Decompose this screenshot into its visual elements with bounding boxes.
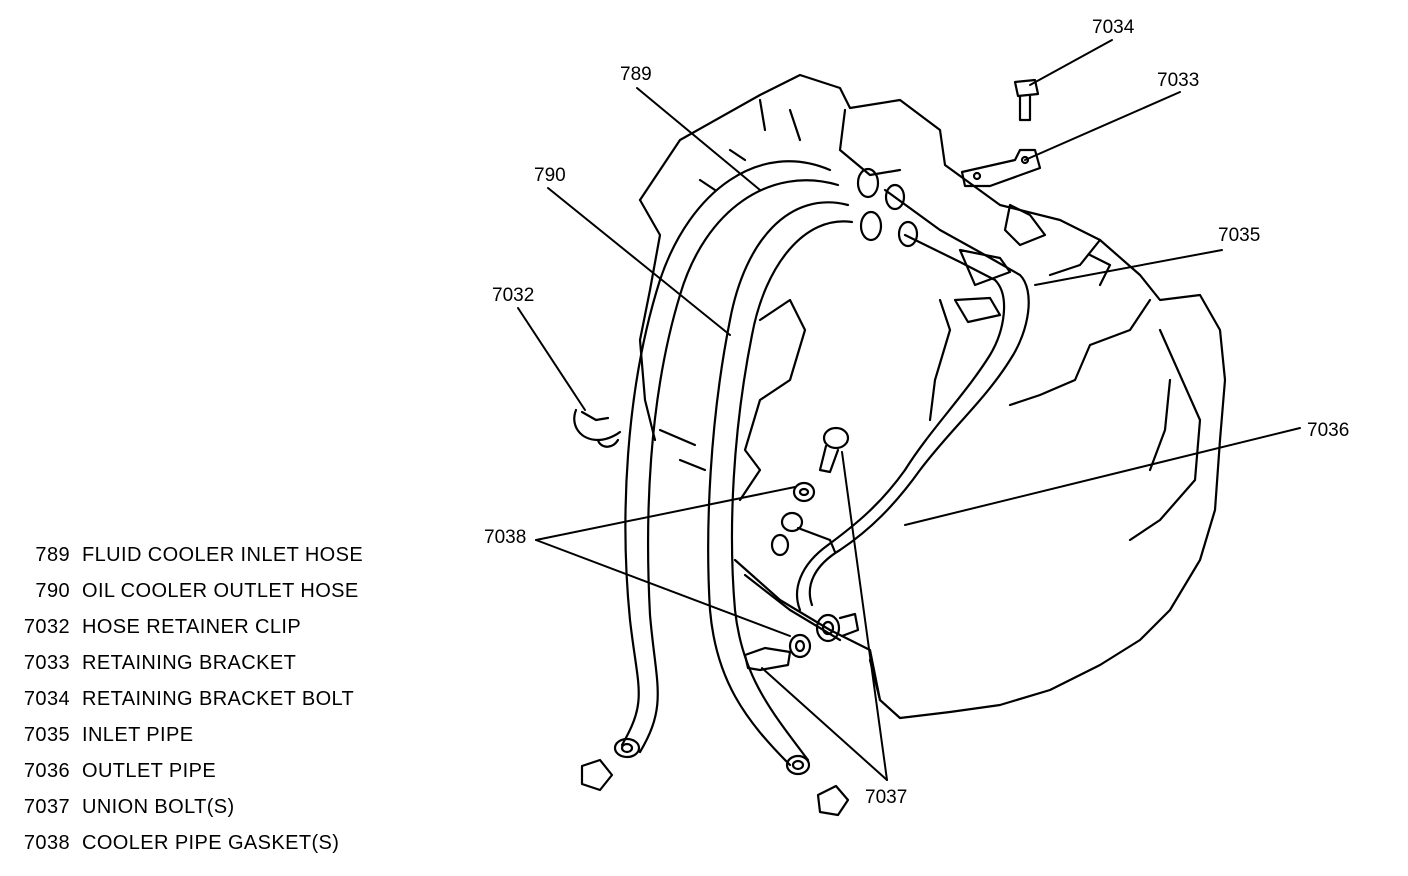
legend-row: 7033 RETAINING BRACKET [14, 646, 363, 682]
oil-cooler-outlet-hose [707, 201, 854, 776]
legend-part-number: 790 [35, 580, 70, 603]
parts-legend: 789 FLUID COOLER INLET HOSE 790 OIL COOL… [14, 538, 363, 861]
retaining-bracket [960, 148, 1042, 188]
hose-retainer-clip [573, 408, 622, 448]
union-bolts-and-gaskets [743, 426, 850, 672]
cooler-pipes [796, 183, 1030, 643]
legend-part-number: 7038 [23, 831, 70, 854]
legend-part-description: HOSE RETAINER CLIP [82, 616, 302, 639]
callout-labels: 789 790 7032 7033 7034 7035 7036 7037 70… [484, 17, 1349, 808]
legend-part-number: 7032 [23, 616, 70, 639]
legend-row: 7038 COOLER PIPE GASKET(S) [14, 825, 363, 861]
transmission-housing [638, 73, 1227, 720]
legend-row: 790 OIL COOLER OUTLET HOSE [14, 574, 363, 610]
callout-790: 790 [534, 165, 566, 186]
legend-part-number: 7034 [23, 688, 70, 710]
callout-789: 789 [620, 64, 652, 85]
legend-row: 7034 RETAINING BRACKET BOLT [14, 682, 363, 718]
callout-7035: 7035 [1218, 225, 1260, 246]
legend-part-description: RETAINING BRACKET [82, 652, 297, 675]
legend-part-description: INLET PIPE [82, 723, 194, 746]
legend-part-number: 7035 [23, 723, 70, 746]
legend-part-description: UNION BOLT(S) [82, 795, 235, 818]
legend-part-description: COOLER PIPE GASKET(S) [82, 831, 340, 854]
legend-row: 7036 OUTLET PIPE [14, 753, 363, 789]
hose-clamps [580, 167, 883, 817]
legend-part-description: RETAINING BRACKET BOLT [82, 688, 355, 710]
fluid-cooler-inlet-hose [613, 160, 840, 759]
legend-part-number: 7037 [23, 795, 70, 818]
leader-lines [517, 39, 1301, 781]
legend-row: 7032 HOSE RETAINER CLIP [14, 610, 363, 646]
callout-7034: 7034 [1092, 17, 1135, 38]
legend-part-number: 7036 [23, 759, 70, 782]
legend-row: 7037 UNION BOLT(S) [14, 789, 363, 825]
legend-part-number: 789 [35, 544, 70, 567]
callout-7032: 7032 [492, 285, 534, 306]
legend-row: 7035 INLET PIPE [14, 717, 363, 753]
legend-row: 789 FLUID COOLER INLET HOSE [14, 538, 363, 574]
retaining-bracket-bolt [1013, 78, 1040, 122]
callout-7037: 7037 [865, 787, 907, 808]
legend-part-description: OIL COOLER OUTLET HOSE [82, 580, 359, 603]
legend-part-description: OUTLET PIPE [82, 759, 217, 782]
legend-part-number: 7033 [23, 652, 70, 675]
callout-7036: 7036 [1307, 420, 1349, 441]
legend-part-description: FLUID COOLER INLET HOSE [82, 544, 364, 567]
callout-7033: 7033 [1157, 70, 1199, 91]
callout-7038: 7038 [484, 527, 526, 548]
